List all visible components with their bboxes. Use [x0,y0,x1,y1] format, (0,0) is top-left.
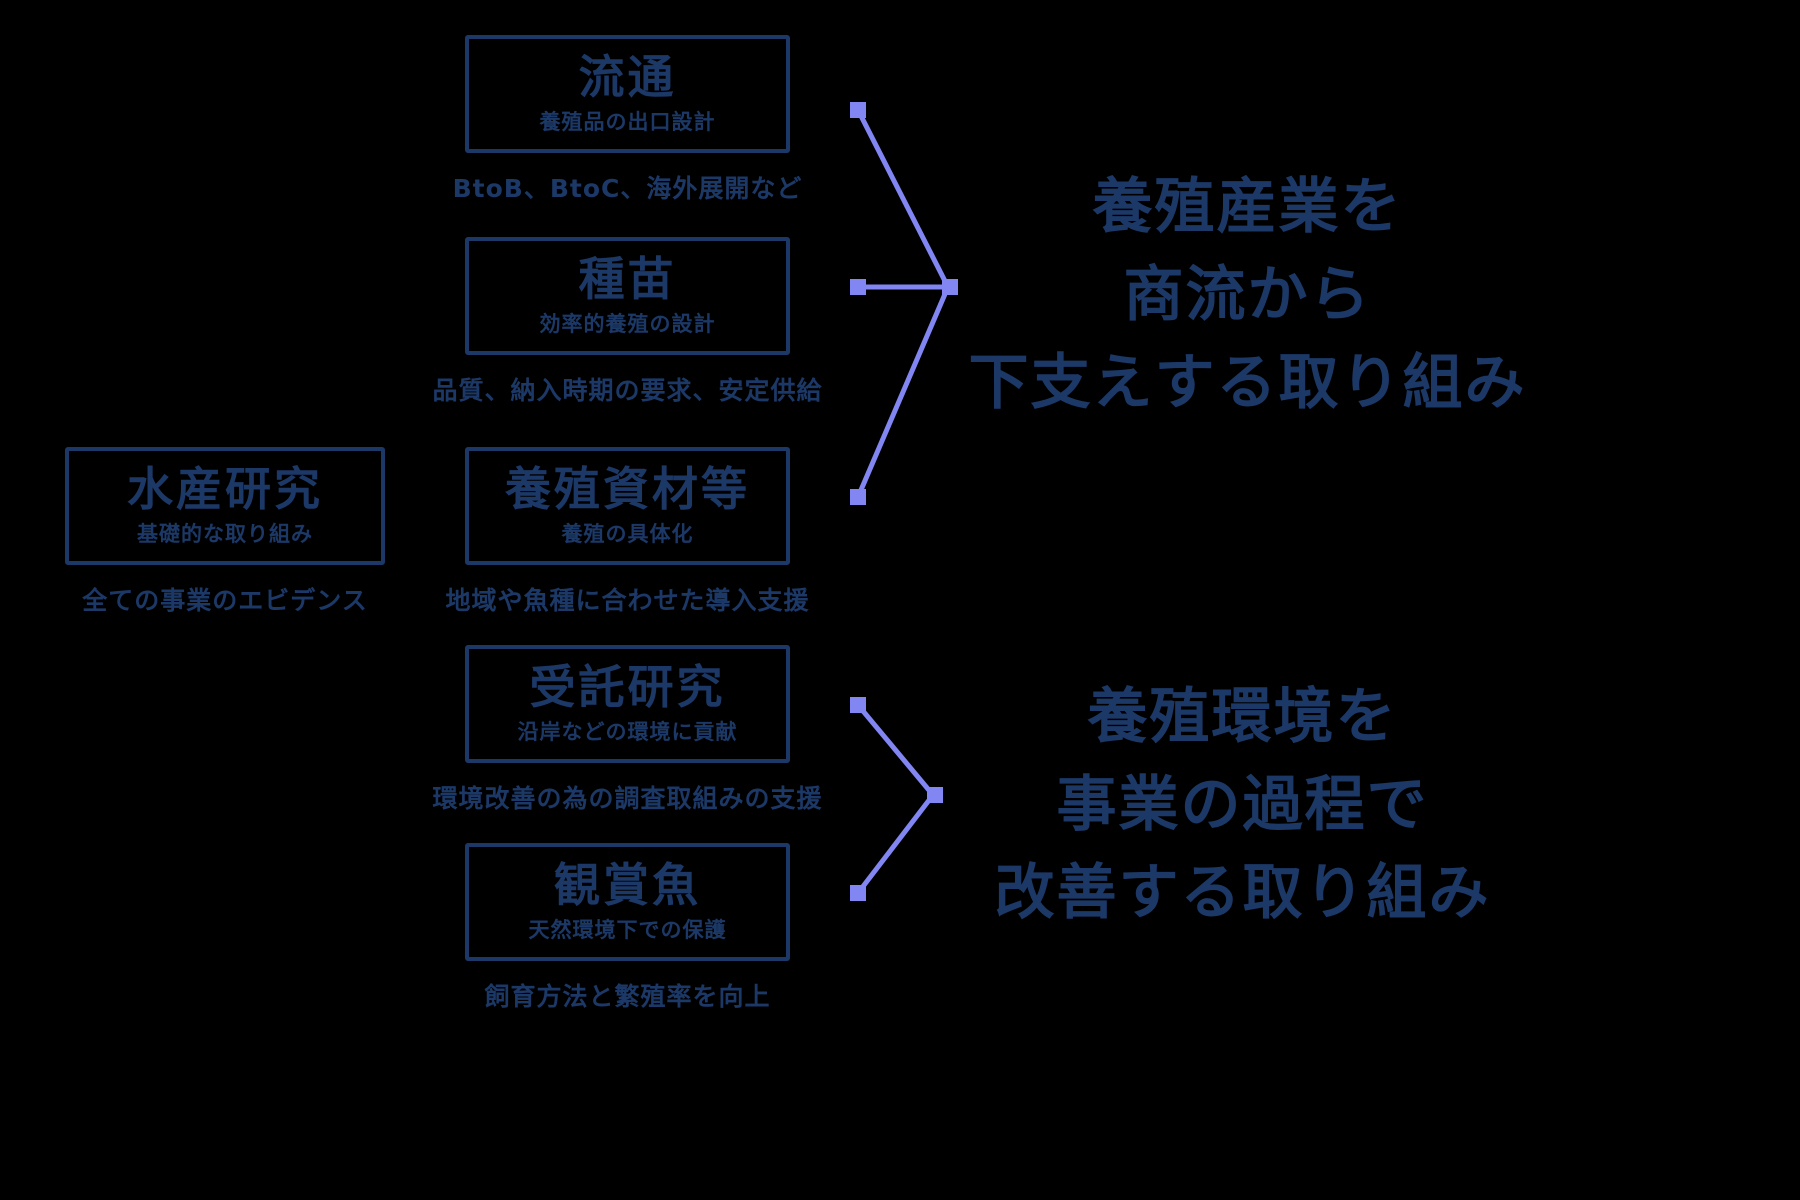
box-seedlings: 種苗 効率的養殖の設計 [465,237,790,355]
box-caption: 飼育方法と繁殖率を向上 [484,982,771,1011]
box-caption: 環境改善の為の調査取組みの支援 [432,784,823,813]
headline-line: 養殖産業を [1092,172,1403,242]
headline-line: 改善する取り組み [994,858,1491,928]
box-title: 種苗 [578,251,677,306]
box-distribution: 流通 養殖品の出口設計 [465,35,790,153]
box-group-contract-research: 受託研究 沿岸などの環境に貢献 環境改善の為の調査取組みの支援 [432,645,822,813]
box-aquaculture-materials: 養殖資材等 養殖の具体化 [465,447,790,565]
connector-node [850,885,866,901]
box-subtitle: 沿岸などの環境に貢献 [517,720,738,745]
headline-line: 養殖環境を [1087,682,1398,752]
box-subtitle: 天然環境下での保護 [528,918,727,943]
box-group-ornamental-fish: 観賞魚 天然環境下での保護 飼育方法と繁殖率を向上 [465,843,790,1011]
box-ornamental-fish: 観賞魚 天然環境下での保護 [465,843,790,961]
box-title: 受託研究 [529,659,726,714]
box-group-seedlings: 種苗 効率的養殖の設計 品質、納入時期の要求、安定供給 [432,237,822,405]
box-fisheries-research: 水産研究 基礎的な取り組み [65,447,385,565]
headline-line: 下支えする取り組み [968,348,1527,418]
connector-node [850,489,866,505]
headline-commercial-support: 養殖産業を 商流から 下支えする取り組み [955,163,1540,427]
box-group-fisheries-research: 水産研究 基礎的な取り組み 全ての事業のエビデンス [65,447,385,615]
box-title: 養殖資材等 [505,461,750,516]
box-group-aquaculture-materials: 養殖資材等 養殖の具体化 地域や魚種に合わせた導入支援 [445,447,809,615]
box-subtitle: 養殖の具体化 [561,522,694,547]
box-title: 流通 [578,49,677,104]
box-caption: 品質、納入時期の要求、安定供給 [432,376,823,405]
box-title: 観賞魚 [554,857,701,912]
headline-environment-improvement: 養殖環境を 事業の過程で 改善する取り組み [950,673,1535,937]
connector-node [850,102,866,118]
connector-node [850,697,866,713]
box-subtitle: 基礎的な取り組み [137,522,313,547]
box-caption: 全ての事業のエビデンス [82,586,368,615]
headline-line: 商流から [1123,260,1372,330]
headline-line: 事業の過程で [1056,770,1429,840]
box-subtitle: 養殖品の出口設計 [539,110,716,135]
box-group-distribution: 流通 養殖品の出口設計 BtoB、BtoC、海外展開など [453,35,801,203]
box-title: 水産研究 [127,461,323,516]
box-caption: 地域や魚種に合わせた導入支援 [445,586,810,615]
box-contract-research: 受託研究 沿岸などの環境に貢献 [465,645,790,763]
box-subtitle: 効率的養殖の設計 [539,312,716,337]
box-caption: BtoB、BtoC、海外展開など [452,174,803,203]
connector-node [850,279,866,295]
